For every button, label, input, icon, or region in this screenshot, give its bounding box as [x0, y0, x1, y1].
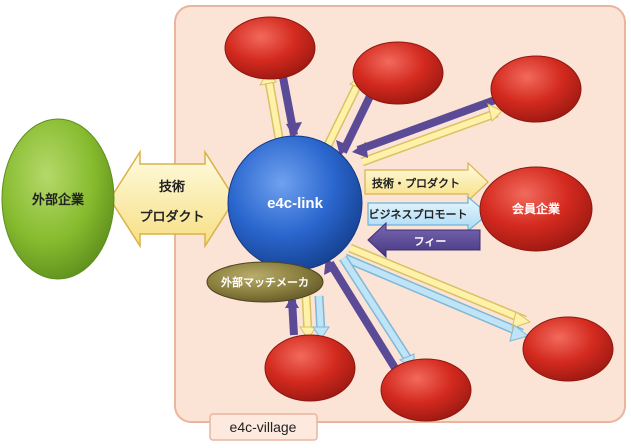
member-company-node: 会員企業 — [479, 166, 593, 252]
spoke-arrows-lower-right — [343, 243, 532, 342]
matchmaker-node: 外部マッチメーカ — [206, 261, 324, 303]
spoke-arrows-bottom-left — [285, 295, 330, 340]
member-node-bottom-center — [380, 358, 472, 422]
arrow-business-promotion-label: ビジネスプロモート — [369, 207, 468, 221]
external-arrow-label-2: プロダクト — [139, 209, 204, 224]
member-company-label: 会員企業 — [512, 201, 561, 216]
external-double-arrow: 技術 プロダクト — [109, 149, 236, 249]
arrow-business-promotion: ビジネスプロモート — [367, 195, 489, 233]
member-node-lower-right — [522, 316, 614, 382]
hub-label: e4c-link — [267, 195, 324, 212]
arrow-fee-label: フィー — [414, 236, 447, 248]
village-label: e4c-village — [230, 419, 297, 435]
arrow-tech-product: 技術・プロダクト — [364, 161, 489, 203]
external-company-label: 外部企業 — [31, 192, 85, 207]
external-arrow-label-1: 技術 — [159, 179, 185, 194]
spoke-arrows-upper-right — [352, 96, 503, 167]
village-label-box: e4c-village — [209, 413, 318, 441]
arrow-fee: フィー — [367, 221, 481, 259]
member-node-upper-right — [490, 55, 582, 123]
spoke-arrows-bottom-center — [324, 255, 415, 371]
external-company-node: 外部企業 — [1, 118, 115, 280]
member-node-bottom-left — [264, 334, 356, 402]
member-node-top-center — [352, 41, 444, 105]
arrow-tech-product-label: 技術・プロダクト — [372, 176, 460, 190]
member-node-top-left — [224, 16, 316, 80]
spoke-arrows-top-center — [323, 75, 378, 156]
matchmaker-label: 外部マッチメーカ — [220, 275, 309, 289]
hub-node: e4c-link — [227, 135, 363, 271]
